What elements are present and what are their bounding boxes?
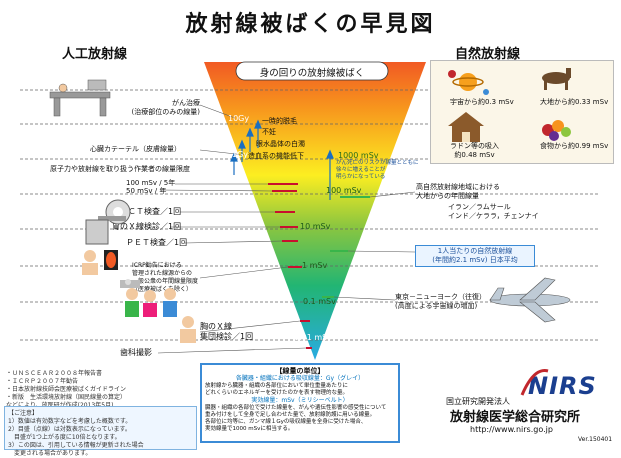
label-japan-average: 1人当たりの自然放射線 (年間約2.1 mSv) 日本平均 (415, 245, 535, 267)
unit-box: 【線量の単位】 各臓器・組織における吸収線量：Gy（グレイ） 放射線から臓器・組… (200, 363, 400, 443)
tick-ct (275, 211, 295, 213)
scale-1gy: 1Gy (232, 150, 249, 159)
page-title: 放射線被ばくの早見図 (185, 12, 436, 37)
org-url[interactable]: http://www.nirs.go.jp (470, 425, 553, 434)
unit-sv-title: 実効線量：mSv（ミリシーベルト） (251, 397, 349, 404)
label-sterility: 不妊 (262, 128, 276, 136)
natural-food: 食物から約0.99 mSv (540, 142, 609, 150)
tick-dental (306, 347, 312, 349)
label-cancer-risk: がん死亡のリスクが線量とともに 徐々に増えることが 明らかになっている (336, 160, 419, 180)
label-high-area: 高自然放射線地域における 大地からの年間線量 (416, 183, 500, 200)
right-title: 自然放射線 (455, 47, 521, 62)
left-icons (49, 79, 571, 343)
label-cancer-therapy: がん治療 (治療部位のみの線量) (131, 99, 200, 116)
ct-scanner-icon (98, 199, 131, 225)
label-worker-50: 50 mSv / 年 (126, 187, 167, 195)
unit-sv-text: 臓器・組織の各部位で受けた線量を、がんや遺伝性影響の感受性について 重み付けをし… (205, 405, 387, 432)
label-hair-loss: 一時的脱毛 (262, 117, 297, 125)
person-icon (82, 250, 98, 275)
tick-flight (322, 296, 334, 298)
funnel-header: 身の回りの放射線被ばく (259, 68, 365, 79)
caution-box: 【ご注意】 1）数値は有効数字などを考慮した概数です。 2）目盛（点線）は対数表… (4, 406, 197, 457)
natural-radon: ラドン等の吸入 約0.48 mSv (450, 142, 499, 159)
horse-icon (542, 68, 571, 90)
label-cardiac-catheter: 心臓カテーテル（皮膚線量） (90, 145, 181, 153)
scale-01msv: 0.1 mSv (303, 297, 336, 306)
family-icon (125, 288, 177, 317)
caution-title: 【ご注意】 (8, 410, 39, 417)
unit-gy-text: 放射線から臓器・組織の各部位において単位重量あたりに どれくらいのエネルギーを受… (205, 383, 349, 396)
scale-100msv: 100 mSv (326, 186, 362, 195)
label-icrp: ICRP勧告における 管理された線源からの 一般公衆の年間線量限度 （医療被ばく… (132, 262, 199, 293)
label-cataract: 眼水晶体の白濁 (256, 140, 305, 148)
label-chest-xray: 胸のＸ線 集団検診／1回 (200, 322, 254, 341)
org-prefix: 国立研究開発法人 (446, 397, 510, 406)
label-worker-limit: 原子力や放射線を取り扱う作業者の線量限度 (50, 165, 190, 173)
stomach-xray-icon (85, 219, 109, 245)
scale-001msv: 0.01 mSv (294, 333, 332, 342)
label-blood: 造血系の機能低下 (248, 152, 304, 160)
tick-high-area (340, 196, 370, 198)
scale-1msv: 1 mSv (302, 261, 328, 270)
unit-gy-title: 各臓器・組織における吸収線量：Gy（グレイ） (235, 375, 365, 382)
sources-note: ・ＵＮＳＣＥＡＲ２００８年報告書 ・ＩＣＲＰ２００７年勧告 ・日本放射線技師会医… (6, 370, 127, 409)
natural-space: 宇宙から約0.3 mSv (450, 98, 514, 106)
nuclear-plant-icon (120, 279, 140, 288)
tick-pet (282, 240, 298, 242)
natural-icons (448, 68, 571, 142)
label-worker-100: 100 mSv / 5年 (126, 179, 176, 187)
org-name: 放射線医学総合研究所 (450, 410, 581, 425)
tick-icrp (288, 266, 302, 268)
scale-10msv: 10 mSv (300, 222, 331, 231)
scale-10gy: 10Gy (228, 114, 250, 123)
funnel-diagram (20, 61, 600, 360)
chest-person-icon (180, 316, 196, 343)
planet-icon (448, 70, 489, 95)
fruit-icon (542, 120, 571, 141)
label-ct: ＣＴ検査／1回 (128, 207, 182, 216)
scale-1000msv: 1000 mSv (338, 151, 379, 160)
label-pet: ＰＥＴ検査／1回 (126, 238, 188, 247)
logo-swoosh-icon (520, 369, 549, 396)
pet-image-icon (104, 250, 118, 270)
unit-title: 【線量の単位】 (275, 367, 325, 375)
left-title: 人工放射線 (62, 47, 128, 62)
tick-chest (300, 320, 310, 322)
tick-worker-100 (268, 183, 298, 185)
label-dental: 歯科撮影 (120, 348, 152, 357)
label-flight: 東京－ニューヨーク（往復） (高度による宇宙線の増加) (395, 293, 486, 310)
label-high-places: イラン／ラムサール インド／ケララ，チェンナイ (448, 203, 539, 220)
funnel-header-bg (235, 61, 389, 81)
airplane-icon (489, 277, 571, 323)
nirs-logo: NIRS (528, 372, 597, 400)
tick-japan (330, 250, 348, 252)
house-icon (448, 112, 484, 142)
tick-worker-50 (272, 190, 297, 192)
caution-text: 1）数値は有効数字などを考慮した概数です。 2）目盛（点線）は対数表示になってい… (8, 418, 144, 457)
version: Ver.150401 (578, 436, 613, 443)
radiotherapy-icon (49, 79, 111, 117)
tick-stomach (280, 226, 298, 228)
funnel-shape (204, 62, 426, 360)
natural-ground: 大地から約0.33 mSv (540, 98, 609, 106)
label-stomach-xray: 胃のＸ線検診／1回 (112, 222, 182, 231)
